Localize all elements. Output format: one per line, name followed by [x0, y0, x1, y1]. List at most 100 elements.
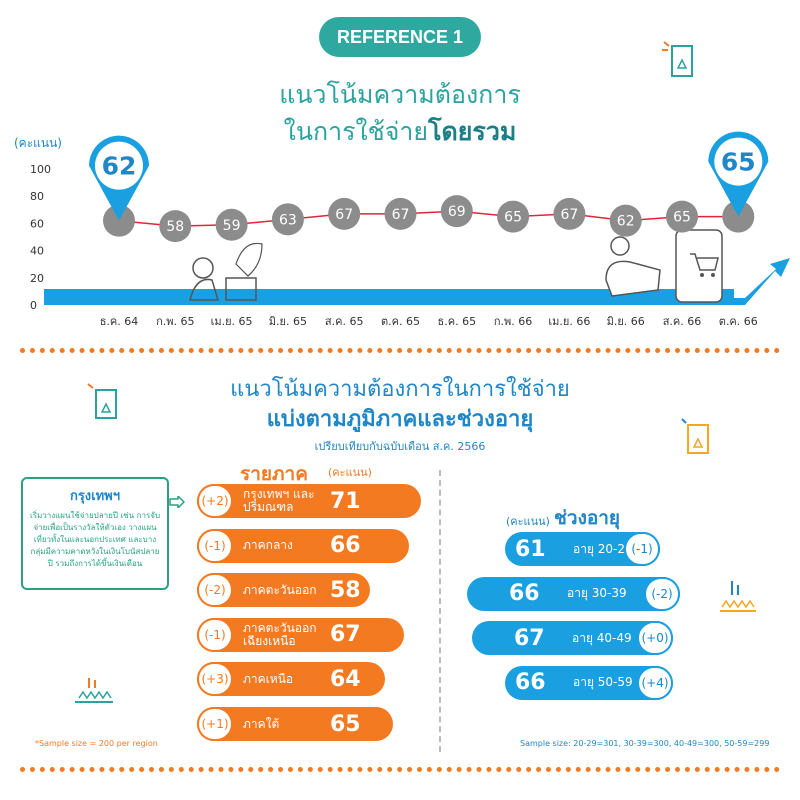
data-point	[553, 197, 586, 230]
chart-title-line2-bold: โดยรวม	[428, 117, 517, 146]
region-bar	[197, 484, 421, 518]
shopping-cart-icon	[605, 229, 723, 303]
data-point	[328, 197, 361, 230]
x-tick-label: ธ.ค. 64	[100, 315, 139, 328]
age-change: (-2)	[644, 576, 680, 611]
age-row: 61 อายุ 20-29(-1)	[505, 532, 660, 566]
region-change: (+3)	[197, 662, 233, 697]
reference-badge: REFERENCE 1	[319, 17, 481, 57]
age-value: 67	[514, 625, 545, 651]
age-value: 66	[509, 581, 540, 607]
age-label: อายุ 20-29	[573, 541, 633, 556]
data-point	[440, 195, 473, 228]
region-change: (-1)	[197, 617, 233, 652]
x-tick-label: ก.พ. 66	[494, 315, 532, 328]
dotted-divider	[20, 767, 780, 772]
dotted-divider	[20, 348, 780, 353]
data-label: 63	[279, 212, 297, 228]
region-change: (+1)	[197, 707, 233, 741]
y-tick-label: 80	[30, 190, 44, 203]
data-point	[215, 208, 248, 241]
region-name: ภาคกลาง	[243, 538, 293, 553]
series-line	[118, 210, 739, 227]
region-unit: (คะแนน)	[328, 466, 372, 479]
data-point	[497, 200, 530, 233]
bangkok-note-box: กรุงเทพฯ เริ่มวางแผนใช้จ่ายปลายปี เช่น ก…	[21, 477, 169, 590]
age-sample-note: Sample size: 20-29=301, 30-39=300, 40-49…	[520, 739, 770, 748]
region-row: (+1)ภาคใต้65	[197, 707, 393, 741]
region-row: (+2) กรุงเทพฯ และปริมณฑล 71	[197, 484, 421, 518]
pin-label: 65	[721, 148, 756, 177]
data-label: 67	[560, 207, 578, 223]
age-heading: ช่วงอายุ	[554, 507, 621, 529]
age-row: 67 อายุ 40-49 (+0)	[472, 621, 673, 656]
region-row: (+3) ภาคเหนือ 64	[197, 662, 385, 697]
region-sample-note: *Sample size = 200 per region	[35, 739, 158, 748]
x-tick-label: ก.พ. 65	[156, 315, 194, 328]
trend-arrow-icon	[734, 258, 790, 305]
chart-title-line2: ในการใช้จ่ายโดยรวม	[0, 112, 800, 152]
x-tick-label: ธ.ค. 65	[438, 315, 477, 328]
x-tick-label: ต.ค. 66	[719, 315, 758, 328]
x-tick-label: เม.ย. 65	[211, 315, 253, 328]
bangkok-note-body: เริ่มวางแผนใช้จ่ายปลายปี เช่น การจับจ่าย…	[29, 511, 161, 568]
region-name: ภาคตะวันออก เฉียงเหนือ	[243, 620, 317, 648]
region-age-subtitle: เปรียบเทียบกับฉบับเดือน ส.ค. 2566	[314, 440, 486, 453]
region-name: ภาคเหนือ	[243, 671, 294, 686]
x-tick-label: มิ.ย. 66	[607, 315, 645, 328]
data-label: 65	[673, 210, 691, 226]
y-axis-unit: (คะแนน)	[14, 136, 62, 150]
region-row: (-1) ภาคกลาง 66	[197, 528, 409, 563]
y-tick-label: 100	[30, 163, 51, 176]
region-heading: รายภาค	[240, 463, 308, 485]
door-icon	[681, 418, 709, 454]
y-tick-label: 20	[30, 272, 44, 285]
region-change: (+2)	[197, 484, 233, 518]
age-value: 61	[515, 536, 546, 562]
age-label: อายุ 30-39	[567, 586, 627, 601]
x-tick-label: เม.ย. 66	[548, 315, 590, 328]
data-label: 67	[392, 207, 410, 223]
data-point	[159, 210, 192, 243]
region-age-title-line2: แบ่งตามภูมิภาคและช่วงอายุ	[266, 407, 534, 432]
sparkle-icon	[75, 678, 113, 703]
region-change: (-2)	[197, 573, 233, 608]
age-change: (-1)	[624, 532, 660, 566]
door-icon	[87, 383, 117, 419]
y-tick-label: 40	[30, 245, 44, 258]
region-name: กรุงเทพฯ และปริมณฑล	[243, 487, 315, 514]
age-change: (+0)	[637, 621, 673, 656]
door-icon	[662, 41, 693, 77]
location-pin-inner	[714, 137, 763, 186]
pin-label: 62	[102, 152, 137, 181]
data-label: 59	[223, 218, 241, 234]
region-name: ภาคตะวันออก	[243, 582, 317, 597]
age-change: (+4)	[637, 665, 673, 700]
data-label: 65	[504, 210, 522, 226]
chevron-right-icon	[169, 496, 185, 508]
chart-title-line2-normal: ในการใช้จ่าย	[283, 117, 429, 146]
age-value: 66	[515, 670, 546, 696]
data-point	[666, 200, 698, 233]
region-value: 64	[330, 666, 361, 692]
y-tick-label: 0	[30, 299, 37, 312]
x-tick-label: ส.ค. 66	[663, 315, 702, 328]
bangkok-note-title: กรุงเทพฯ	[69, 489, 121, 504]
region-value: 67	[330, 622, 361, 648]
region-value: 71	[330, 488, 361, 514]
region-change: (-1)	[197, 528, 233, 563]
age-row: 66 อายุ 30-39 (-2)	[467, 576, 680, 611]
data-point	[271, 203, 304, 236]
location-pin-inner	[95, 141, 143, 190]
region-value: 66	[330, 533, 361, 559]
data-point	[722, 200, 755, 233]
age-label: อายุ 40-49	[572, 630, 632, 645]
region-name: ภาคใต้	[243, 716, 280, 731]
age-unit: (คะแนน)	[506, 515, 550, 528]
person-chair-icon	[189, 242, 263, 301]
chart-title-line1: แนวโน้มความต้องการ	[279, 80, 521, 109]
region-age-title-line1: แนวโน้มความต้องการในการใช้จ่าย	[230, 377, 570, 402]
